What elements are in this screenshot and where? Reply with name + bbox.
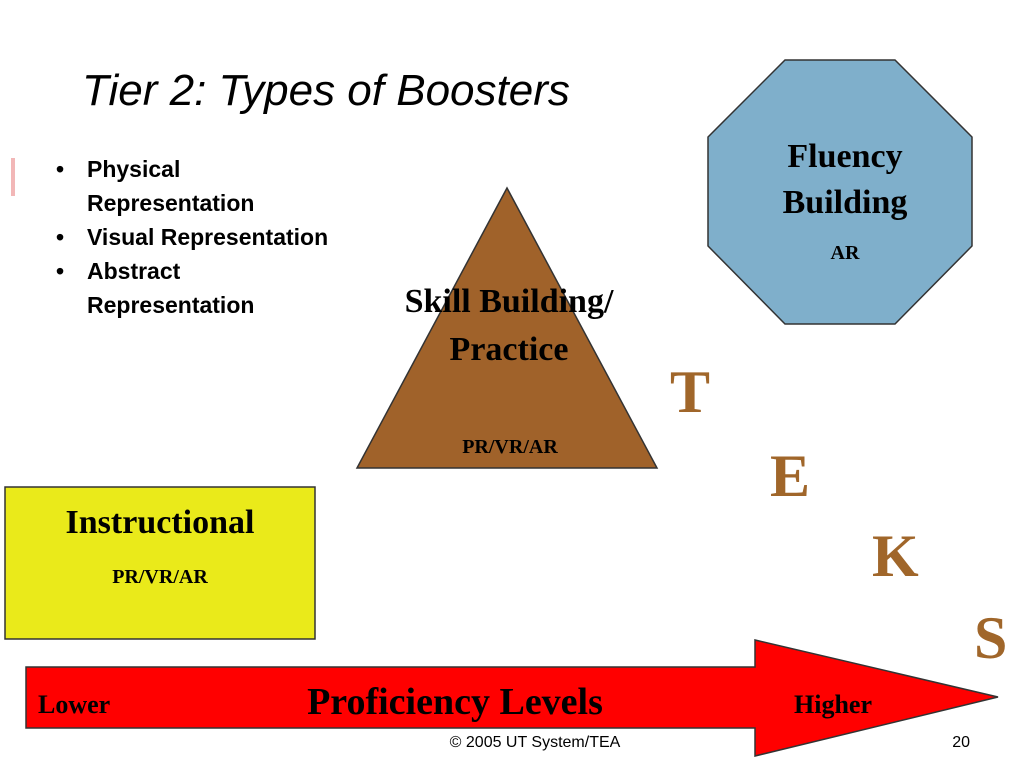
proficiency-arrow <box>25 639 999 757</box>
teks-letter-t: T <box>670 359 711 425</box>
arrow-title: Proficiency Levels <box>307 681 603 723</box>
page-number: 20 <box>952 734 970 751</box>
bullet-icon: • <box>56 258 65 284</box>
arrow-lower-label: Lower <box>38 690 111 719</box>
instructional-title: Instructional <box>65 504 255 541</box>
instructional-subtitle: PR/VR/AR <box>112 566 208 588</box>
teks-letter-s: S <box>974 605 1008 671</box>
decorative-mark <box>11 158 15 196</box>
bullet-item: • Abstract Representation <box>50 254 347 322</box>
bullet-label: Visual Representation <box>87 224 329 250</box>
bullet-item: • Physical Representation <box>50 152 347 220</box>
slide-title: Tier 2: Types of Boosters <box>82 66 570 115</box>
skill-triangle <box>355 186 659 469</box>
skill-title: Skill Building/ Practice <box>404 283 614 368</box>
bullet-icon: • <box>56 156 65 182</box>
teks-letter-e: E <box>770 443 811 509</box>
bullet-item: • Visual Representation <box>50 220 347 254</box>
footer-copyright: © 2005 UT System/TEA <box>449 734 621 751</box>
bullet-label: Abstract Representation <box>87 258 255 318</box>
instructional-box <box>4 486 316 640</box>
bullet-list: • Physical Representation • Visual Repre… <box>50 152 347 322</box>
arrow-higher-label: Higher <box>794 690 872 719</box>
fluency-subtitle: AR <box>830 242 860 264</box>
bullet-label: Physical Representation <box>87 156 255 216</box>
skill-subtitle: PR/VR/AR <box>462 436 558 458</box>
teks-letter-k: K <box>872 523 919 589</box>
fluency-title: Fluency Building <box>782 138 908 221</box>
bullet-icon: • <box>56 224 65 250</box>
fluency-octagon <box>707 59 973 325</box>
